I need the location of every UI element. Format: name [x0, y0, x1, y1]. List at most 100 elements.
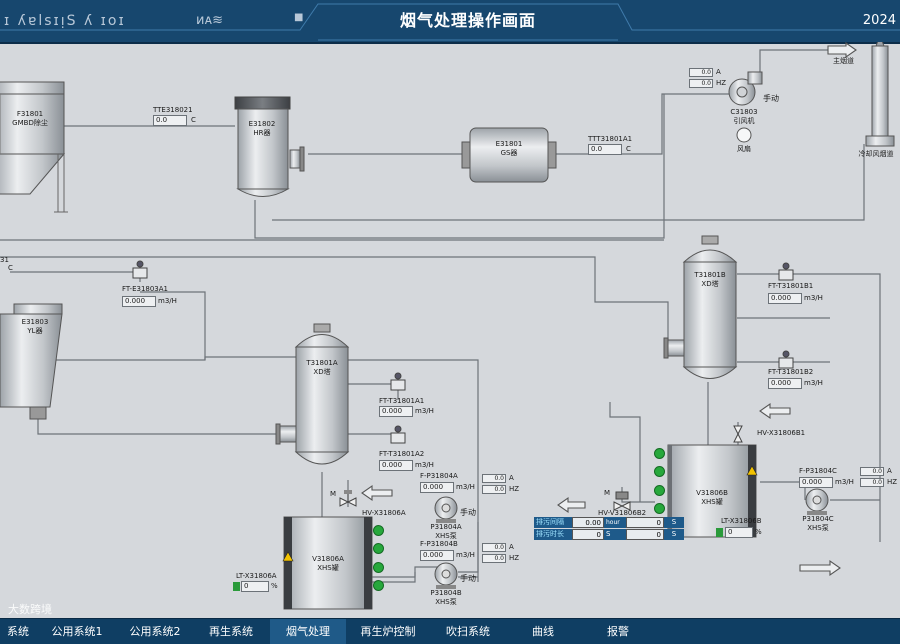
f-p31804b-value: 0.000 [420, 550, 454, 561]
v31806b-status-led-2 [654, 466, 665, 477]
p31804c-name: XHS泵 [807, 524, 829, 532]
nav-item-8[interactable]: 报警 [607, 625, 629, 638]
p31804a-current-unit: A [509, 474, 514, 482]
scrubber-tower-t31801a [275, 323, 350, 465]
pump-p31804b [434, 562, 458, 589]
v31806b-tag: V31806B [696, 489, 728, 497]
watermark: 大数跨境 [8, 603, 52, 616]
pump-p31804c [805, 488, 829, 515]
p31804c-current-unit: A [887, 467, 892, 475]
p31804c-current: 0.0 [860, 467, 884, 476]
p31804b-freq-unit: HZ [509, 554, 520, 562]
ft-t31801b1-tag: FT-T31801B1 [768, 282, 814, 290]
ft-t31801a1-unit: m3/H [415, 407, 434, 415]
hv-v31806b2-tag: HV-V31806B2 [598, 509, 647, 517]
nav-item-7[interactable]: 曲线 [532, 625, 554, 638]
f-p31804b-unit: m3/H [456, 551, 475, 559]
ft-e31803a1-tag: FT-E31803A1 [122, 285, 168, 293]
schedule-row1-unit: hour [604, 517, 626, 528]
flowmeter-symbols [132, 260, 794, 444]
nav-item-1[interactable]: 公用系统1 [51, 625, 103, 638]
lt-x31806b-tag: LT-X31806B [721, 517, 762, 525]
c31803-freq: 0.0 [689, 79, 713, 88]
ft-t31801b2-unit: m3/H [804, 379, 823, 387]
nav-item-6[interactable]: 吹扫系统 [446, 625, 490, 638]
header-left-text: ɪ ʎɐlsɪᴉS ʎ ɪoɪ [4, 13, 126, 29]
f-p31804b-tag: F-P31804B [420, 540, 458, 548]
v31806a-status-led-1 [373, 525, 384, 536]
v31806b-status-led-4 [654, 503, 665, 514]
ft-t31801a2-tag: FT-T31801A2 [379, 450, 425, 458]
nav-item-3[interactable]: 再生系统 [209, 625, 253, 638]
scrubber-tower-t31801b [663, 235, 738, 379]
lt-x31806b-indicator [716, 528, 723, 537]
header-square-icon: ■ [294, 12, 304, 23]
v31806a-status-led-3 [373, 562, 384, 573]
process-diagram [0, 42, 895, 610]
p31804a-tag: P31804A [430, 523, 462, 531]
f-p31804c-tag: F-P31804C [799, 467, 837, 475]
c31803-tag: C31803 [730, 108, 758, 116]
e31801-name: GS器 [500, 149, 518, 157]
header-frame [0, 3, 900, 41]
valve-hv-x31806b1 [733, 425, 743, 443]
ft-t31801a2-unit: m3/H [415, 461, 434, 469]
f-p31804c-unit: m3/H [835, 478, 854, 486]
schedule-row2-unit: S [604, 529, 626, 540]
v31806b-name: XHS罐 [701, 498, 723, 506]
p31804c-freq-unit: HZ [887, 478, 898, 486]
lt-x31806a-unit: % [271, 582, 278, 590]
t-left-tag: 31 [0, 256, 9, 264]
schedule-row2-value[interactable]: 0 [572, 529, 604, 540]
separator-e31801 [461, 127, 557, 183]
header-bar: ɪ ʎɐlsɪᴉS ʎ ɪoɪ ᴎᴀ≋ ■ 烟气处理操作画面 2024 [0, 0, 900, 44]
ttt31801a1-tag: TTT31801A1 [588, 135, 633, 143]
tte318021-value: 0.0 [153, 115, 187, 126]
ttt31801a1-unit: C [626, 145, 631, 153]
v31806b-status-led-1 [654, 448, 665, 459]
ft-t31801b1-value: 0.000 [768, 293, 802, 304]
e31803-tag: E31803 [21, 318, 49, 326]
nav-item-0[interactable]: 系统 [7, 625, 29, 638]
ft-t31801a1-value: 0.000 [379, 406, 413, 417]
page-title: 烟气处理操作画面 [399, 11, 536, 30]
lt-x31806a-tag: LT-X31806A [236, 572, 277, 580]
valve-hv-v31806b2 [613, 491, 631, 511]
c31803-freq-unit: HZ [716, 79, 727, 87]
hv-x31806b1-tag: HV-X31806B1 [757, 429, 806, 437]
p31804a-current: 0.0 [482, 474, 506, 483]
e31802-name: HR器 [253, 129, 271, 137]
p31804c-tag: P31804C [802, 515, 834, 523]
pump-p31804a [434, 496, 458, 523]
ft-t31801b1-unit: m3/H [804, 294, 823, 302]
f-p31804a-tag: F-P31804A [420, 472, 458, 480]
c31803-name: 引风机 [733, 117, 755, 125]
f-p31804a-unit: m3/H [456, 483, 475, 491]
p31804a-freq-unit: HZ [509, 485, 520, 493]
p31804a-mode: 手动 [460, 508, 476, 517]
schedule-row1-value2: 0 [626, 517, 664, 528]
ft-t31801b2-value: 0.000 [768, 378, 802, 389]
v31806a-tag: V31806A [312, 555, 344, 563]
v31806a-status-led-2 [373, 543, 384, 554]
p31804b-mode: 手动 [460, 574, 476, 583]
hv-x31806a-tag: HV-X31806A [362, 509, 406, 517]
lt-x31806b-unit: % [755, 528, 762, 536]
nav-item-2[interactable]: 公用系统2 [129, 625, 181, 638]
lt-x31806a-indicator [233, 582, 240, 591]
tank-v31806a [282, 516, 373, 610]
lt-x31806a-value: 0 [241, 581, 269, 592]
v31806a-name: XHS罐 [317, 564, 339, 572]
t31801b-tag: T31801B [694, 271, 726, 279]
e31803-name: YL器 [27, 327, 43, 335]
p31804a-freq: 0.0 [482, 485, 506, 494]
schedule-row1-label: 排污间隔 [534, 517, 572, 528]
p31804b-tag: P31804B [430, 589, 462, 597]
main-flue-label: 主烟道 [833, 57, 854, 65]
nav-item-4[interactable]: 烟气处理 [270, 619, 346, 644]
e31801-tag: E31801 [495, 140, 523, 148]
nav-item-5[interactable]: 再生炉控制 [360, 625, 416, 638]
induced-fan-c31803 [728, 71, 763, 143]
schedule-row1-value[interactable]: 0.00 [572, 517, 604, 528]
